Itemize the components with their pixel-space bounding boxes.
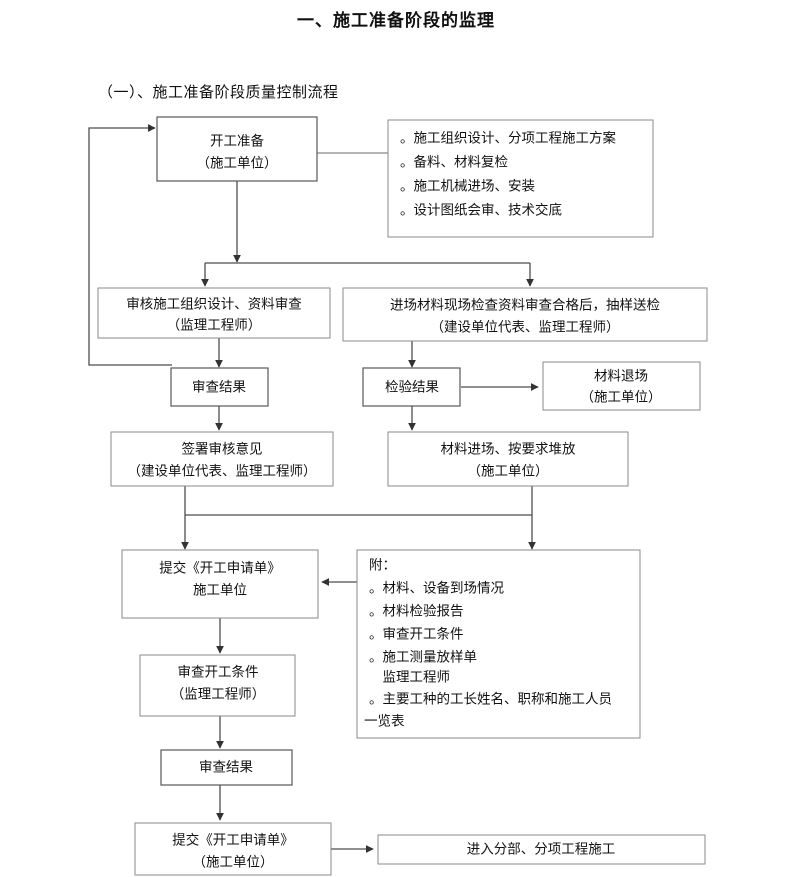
node-start-prep-line2: （施工单位）: [197, 156, 278, 172]
node-review-result-1[interactable]: 审查结果: [170, 367, 269, 407]
node-sign-opinion-line2: （建设单位代表、监理工程师）: [128, 464, 317, 480]
node-sign-opinion[interactable]: 签署审核意见 （建设单位代表、监理工程师）: [110, 431, 334, 487]
node-submit-application-1[interactable]: 提交《开工申请单》 施工单位: [121, 549, 319, 619]
node-submit-application-2-line1: 提交《开工申请单》: [172, 832, 294, 849]
prep-item-1: 。备料、材料复检: [400, 154, 508, 171]
section-subtitle: （一）、施工准备阶段质量控制流程: [98, 83, 339, 101]
attachment-item-1: 。材料检验报告: [369, 604, 464, 620]
node-test-result-label: 检验结果: [385, 380, 439, 396]
attachment-header: 附：: [369, 558, 396, 574]
attachment-item-4: 监理工程师: [369, 670, 450, 686]
node-submit-application-2-line2: （施工单位）: [193, 855, 274, 871]
node-review-conditions[interactable]: 审查开工条件 （监理工程师）: [139, 654, 296, 717]
node-material-enter-line2: （施工单位）: [468, 464, 549, 480]
node-material-return-line1: 材料退场: [594, 369, 648, 385]
node-start-prep[interactable]: 开工准备 （施工单位）: [156, 116, 318, 182]
node-attachment[interactable]: 附： 。材料、设备到场情况 。材料检验报告 。审查开工条件 。施工测量放样单 监…: [356, 549, 641, 739]
node-review-conditions-line1: 审查开工条件: [178, 664, 259, 681]
node-material-return[interactable]: 材料退场 （施工单位）: [542, 361, 701, 411]
node-material-inspect-line1: 进场材料现场检查资料审查合格后，抽样送检: [390, 298, 660, 314]
edge-feedback-loop: [88, 124, 172, 366]
node-material-enter[interactable]: 材料进场、按要求堆放 （施工单位）: [387, 431, 629, 487]
node-review-result-2[interactable]: 审查结果: [160, 749, 293, 786]
node-prep-items[interactable]: 。施工组织设计、分项工程施工方案 。备料、材料复检 。施工机械进场、安装 。设计…: [387, 119, 654, 238]
node-test-result[interactable]: 检验结果: [362, 367, 461, 407]
attachment-item-6: 一览表: [364, 714, 405, 730]
node-review-design-line1: 审核施工组织设计、资料审查: [126, 297, 302, 313]
attachment-item-3: 。施工测量放样单: [369, 650, 477, 666]
node-start-prep-line1: 开工准备: [210, 133, 264, 150]
node-submit-application-1-line1: 提交《开工申请单》: [159, 560, 281, 577]
node-review-design[interactable]: 审核施工组织设计、资料审查 （监理工程师）: [97, 287, 331, 339]
attachment-item-0: 。材料、设备到场情况: [369, 580, 504, 597]
node-material-inspect[interactable]: 进场材料现场检查资料审查合格后，抽样送检 （建设单位代表、监理工程师）: [342, 287, 708, 342]
node-enter-construction[interactable]: 进入分部、分项工程施工: [377, 834, 706, 865]
node-review-design-line2: （监理工程师）: [167, 318, 262, 334]
node-material-inspect-line2: （建设单位代表、监理工程师）: [431, 320, 620, 336]
node-enter-construction-label: 进入分部、分项工程施工: [467, 842, 616, 858]
attachment-item-5: 。主要工种的工长姓名、职称和施工人员: [369, 692, 612, 708]
node-submit-application-2[interactable]: 提交《开工申请单》 （施工单位）: [134, 822, 332, 876]
node-sign-opinion-line1: 签署审核意见: [182, 441, 263, 458]
prep-item-2: 。施工机械进场、安装: [400, 179, 535, 195]
node-material-return-line2: （施工单位）: [581, 390, 662, 406]
prep-item-0: 。施工组织设计、分项工程施工方案: [400, 130, 616, 147]
prep-item-3: 。设计图纸会审、技术交底: [400, 202, 562, 219]
node-review-result-2-label: 审查结果: [199, 760, 253, 776]
node-submit-application-1-line2: 施工单位: [193, 583, 247, 599]
node-review-result-1-label: 审查结果: [192, 380, 246, 396]
attachment-item-2: 。审查开工条件: [369, 626, 464, 643]
page-title: 一、施工准备阶段的监理: [297, 11, 495, 31]
node-material-enter-line1: 材料进场、按要求堆放: [441, 442, 576, 458]
node-review-conditions-line2: （监理工程师）: [171, 687, 266, 703]
